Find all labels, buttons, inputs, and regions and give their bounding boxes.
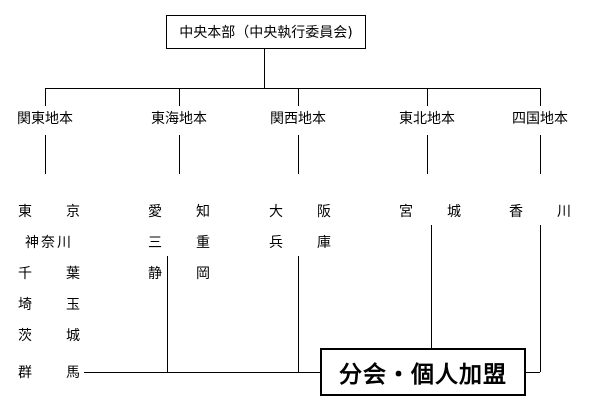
member-item: 茨城 xyxy=(13,326,85,346)
member-item: 静岡 xyxy=(143,264,215,284)
member-item: 宮城 xyxy=(394,202,466,222)
branch-label: 四国地本 xyxy=(512,111,568,127)
member-char: 馬 xyxy=(66,365,80,381)
member-item: 三重 xyxy=(143,233,215,253)
member-char: 茨 xyxy=(18,328,32,344)
member-char: 知 xyxy=(196,204,210,220)
branch-label: 関西地本 xyxy=(270,111,326,127)
member-char: 岡 xyxy=(196,266,210,282)
root-node: 中央本部（中央執行委員会) xyxy=(166,15,366,49)
member-item: 兵庫 xyxy=(264,233,336,253)
root-label: 中央本部（中央執行委員会) xyxy=(179,25,353,41)
branch-tokai: 東海地本 xyxy=(124,108,234,128)
member-char: 宮 xyxy=(399,204,413,220)
member-item: 東京 xyxy=(13,202,85,222)
member-char: 阪 xyxy=(317,204,331,220)
member-item: 香川 xyxy=(504,202,576,222)
branch-label: 東北地本 xyxy=(399,111,455,127)
member-char: 玉 xyxy=(66,297,80,313)
member-char: 重 xyxy=(196,235,210,251)
member-item: 大阪 xyxy=(264,202,336,222)
member-char: 東 xyxy=(18,204,32,220)
member-char: 城 xyxy=(66,328,80,344)
member-char: 香 xyxy=(509,204,523,220)
member-char: 群 xyxy=(18,365,32,381)
member-item: 愛知 xyxy=(143,202,215,222)
final-label: 分会・個人加盟 xyxy=(339,362,507,388)
member-char: 庫 xyxy=(317,235,331,251)
member-char: 埼 xyxy=(18,297,32,313)
member-char: 静 xyxy=(148,266,162,282)
branch-label: 東海地本 xyxy=(151,111,207,127)
member-char: 大 xyxy=(269,204,283,220)
branch-label: 関東地本 xyxy=(17,111,73,127)
member-char: 三 xyxy=(148,235,162,251)
member-char: 城 xyxy=(447,204,461,220)
final-node: 分会・個人加盟 xyxy=(320,348,526,396)
branch-tohoku: 東北地本 xyxy=(372,108,482,128)
member-item: 群馬 xyxy=(13,363,85,383)
branch-shikoku: 四国地本 xyxy=(485,108,595,128)
member-char: 川 xyxy=(557,204,571,220)
member-item: 千葉 xyxy=(13,264,85,284)
member-char: 千 xyxy=(18,266,32,282)
member-char: 葉 xyxy=(66,266,80,282)
member-char: 愛 xyxy=(148,204,162,220)
branch-kansai: 関西地本 xyxy=(243,108,353,128)
member-item: 神奈川 xyxy=(13,233,85,253)
branch-kanto: 関東地本 xyxy=(0,108,100,128)
member-label: 神奈川 xyxy=(25,235,73,251)
member-item: 埼玉 xyxy=(13,295,85,315)
member-char: 兵 xyxy=(269,235,283,251)
member-char: 京 xyxy=(66,204,80,220)
